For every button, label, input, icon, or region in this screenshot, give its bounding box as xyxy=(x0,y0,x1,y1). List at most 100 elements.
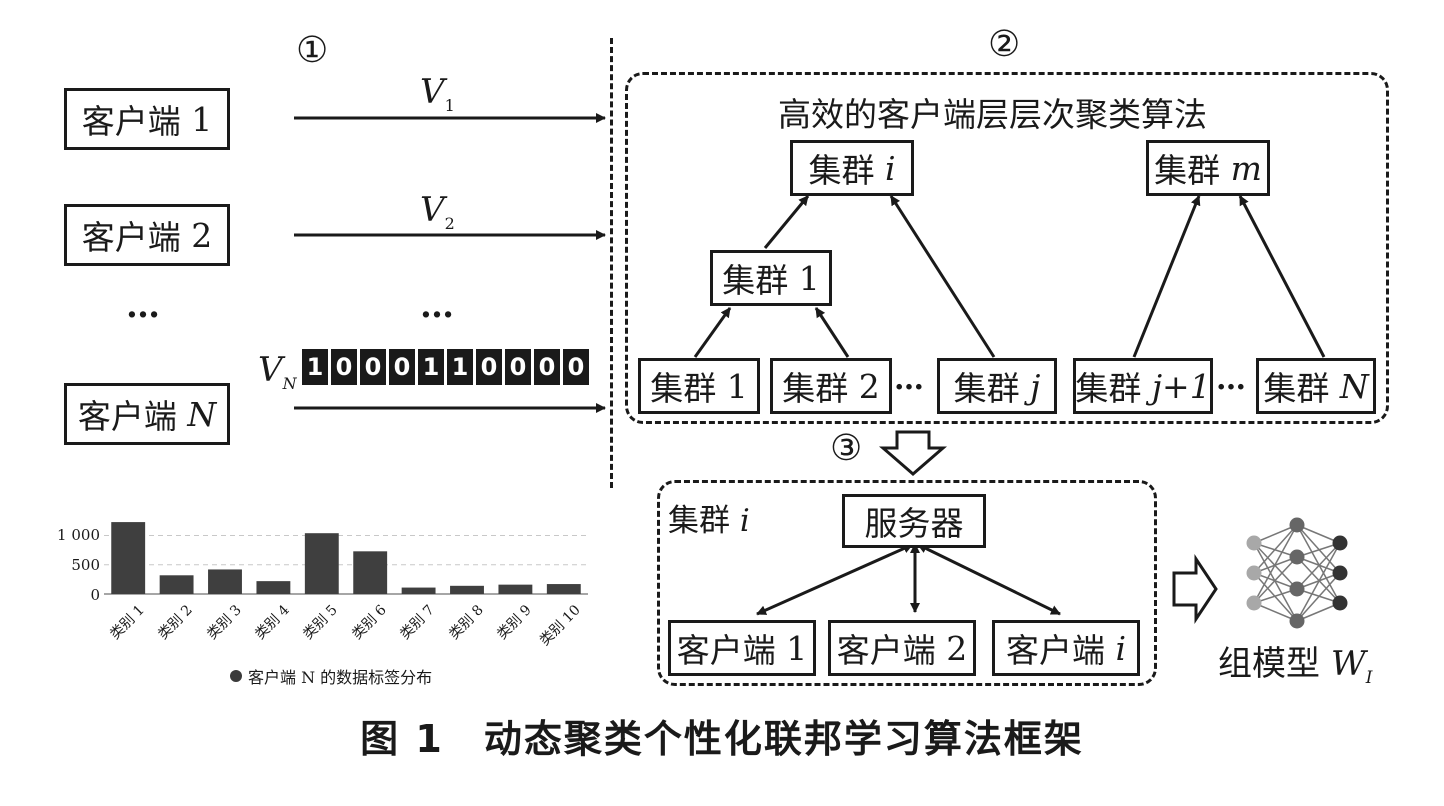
nn-node xyxy=(1289,613,1305,629)
nn-edge xyxy=(1253,572,1298,622)
nn-node xyxy=(1289,517,1305,533)
hierarchical-clustering-region xyxy=(625,72,1389,424)
ellipsis-clients: … xyxy=(126,286,160,326)
client-index: N xyxy=(187,394,217,434)
cluster-i-box: 集群 i xyxy=(790,140,914,196)
ellipsis-leaf-2: … xyxy=(1216,362,1246,397)
client-index: 2 xyxy=(191,215,213,255)
arrow-j-to-i xyxy=(889,195,996,358)
bit-cell: 1 xyxy=(447,349,473,385)
nn-edge xyxy=(1253,542,1298,622)
arrow-server-client-i xyxy=(916,543,1061,616)
nn-edge xyxy=(1253,602,1298,622)
nn-edge xyxy=(1296,524,1341,604)
nn-edge xyxy=(1296,556,1341,604)
step-3-marker: ③ xyxy=(830,428,863,469)
nn-edge xyxy=(1296,572,1341,622)
leaf-cluster-2: 集群 2 xyxy=(770,358,892,414)
nn-edge xyxy=(1253,524,1298,574)
bit-vector: 1 0 0 0 1 1 0 0 0 0 xyxy=(302,349,592,385)
server-box: 服务器 xyxy=(842,494,986,548)
hollow-down-arrow xyxy=(878,430,948,476)
bit-cell: 0 xyxy=(331,349,357,385)
nn-node xyxy=(1289,549,1305,565)
arrow-n-to-m xyxy=(1238,195,1326,358)
bar xyxy=(208,569,242,594)
bar xyxy=(159,575,194,594)
nn-edge xyxy=(1296,524,1341,574)
nn-edge xyxy=(1253,542,1298,590)
cluster-m-box: 集群 m xyxy=(1146,140,1270,196)
arrow-server-client-1 xyxy=(756,543,914,616)
nn-edge xyxy=(1253,556,1298,604)
bar xyxy=(450,585,484,594)
leaf-cluster-n: 集群 N xyxy=(1256,358,1376,414)
cluster-group-region xyxy=(657,480,1157,686)
bar xyxy=(401,587,436,594)
bar xyxy=(256,581,291,594)
leaf-cluster-1: 集群 1 xyxy=(638,358,760,414)
bit-cell: 1 xyxy=(302,349,328,385)
ellipsis-leaf-1: … xyxy=(894,362,924,397)
nn-edge xyxy=(1296,542,1341,558)
bar-chart xyxy=(104,522,588,595)
client-index: 1 xyxy=(191,99,213,139)
legend-text: 客户端 N 的数据标签分布 xyxy=(248,668,433,687)
nn-node xyxy=(1332,595,1348,611)
vector-label-2: V2 xyxy=(420,190,455,233)
vector-label-1: V1 xyxy=(420,72,455,115)
bar xyxy=(111,522,146,594)
bar xyxy=(304,533,339,594)
bit-cell: 0 xyxy=(476,349,502,385)
vector-label-n: VN xyxy=(258,350,297,393)
group-client-1: 客户端 1 xyxy=(668,620,816,676)
neural-network-nodes xyxy=(1246,517,1348,629)
leaf-cluster-j-plus-1: 集群 j+1 xyxy=(1073,358,1213,414)
client-box-2: 客户端 2 xyxy=(64,204,230,266)
nn-edge xyxy=(1296,542,1341,590)
bit-cell: 0 xyxy=(534,349,560,385)
nn-node xyxy=(1246,595,1262,611)
step-1-marker: ① xyxy=(296,30,329,71)
step-2-marker: ② xyxy=(988,24,1021,65)
nn-edge xyxy=(1253,588,1298,604)
group-client-2: 客户端 2 xyxy=(828,620,976,676)
hierarchical-clustering-title: 高效的客户端层层次聚类算法 xyxy=(778,95,1207,134)
y-tick-label: 500 xyxy=(71,556,100,574)
arrow-c2-to-mid xyxy=(814,307,850,358)
bar xyxy=(546,584,581,594)
nn-node xyxy=(1246,565,1262,581)
y-tick-label: 0 xyxy=(90,586,100,604)
bit-cell: 0 xyxy=(563,349,589,385)
leaf-cluster-j: 集群 j xyxy=(937,358,1057,414)
nn-node xyxy=(1332,565,1348,581)
cluster-group-label: 集群 i xyxy=(668,503,750,539)
bar xyxy=(353,551,388,594)
y-tick-label: 1 000 xyxy=(57,526,100,544)
chart-legend: 客户端 N 的数据标签分布 xyxy=(230,664,432,688)
legend-marker-icon xyxy=(230,670,242,682)
vertical-separator xyxy=(610,38,613,488)
group-model-label: 组模型 WI xyxy=(1218,644,1373,688)
nn-edge xyxy=(1296,524,1341,544)
nn-node xyxy=(1289,581,1305,597)
bit-cell: 0 xyxy=(505,349,531,385)
bit-cell: 0 xyxy=(360,349,386,385)
client-box-n: 客户端 N xyxy=(64,383,230,445)
bar xyxy=(498,584,533,594)
arrow-c1-to-mid xyxy=(693,307,732,358)
hollow-right-arrow xyxy=(1172,554,1218,624)
nn-edge xyxy=(1296,602,1341,622)
nn-edge xyxy=(1253,524,1298,604)
nn-edge xyxy=(1253,524,1298,544)
neural-network-icon xyxy=(1253,524,1341,622)
figure-caption: 图 1 动态聚类个性化联邦学习算法框架 xyxy=(360,717,1084,761)
cluster-mid-1-box: 集群 1 xyxy=(710,250,832,306)
arrow-j1-to-m xyxy=(1132,195,1201,358)
group-client-i: 客户端 i xyxy=(992,620,1140,676)
nn-node xyxy=(1246,535,1262,551)
client-label: 客户端 xyxy=(77,397,177,436)
nn-node xyxy=(1332,535,1348,551)
bit-cell: 1 xyxy=(418,349,444,385)
